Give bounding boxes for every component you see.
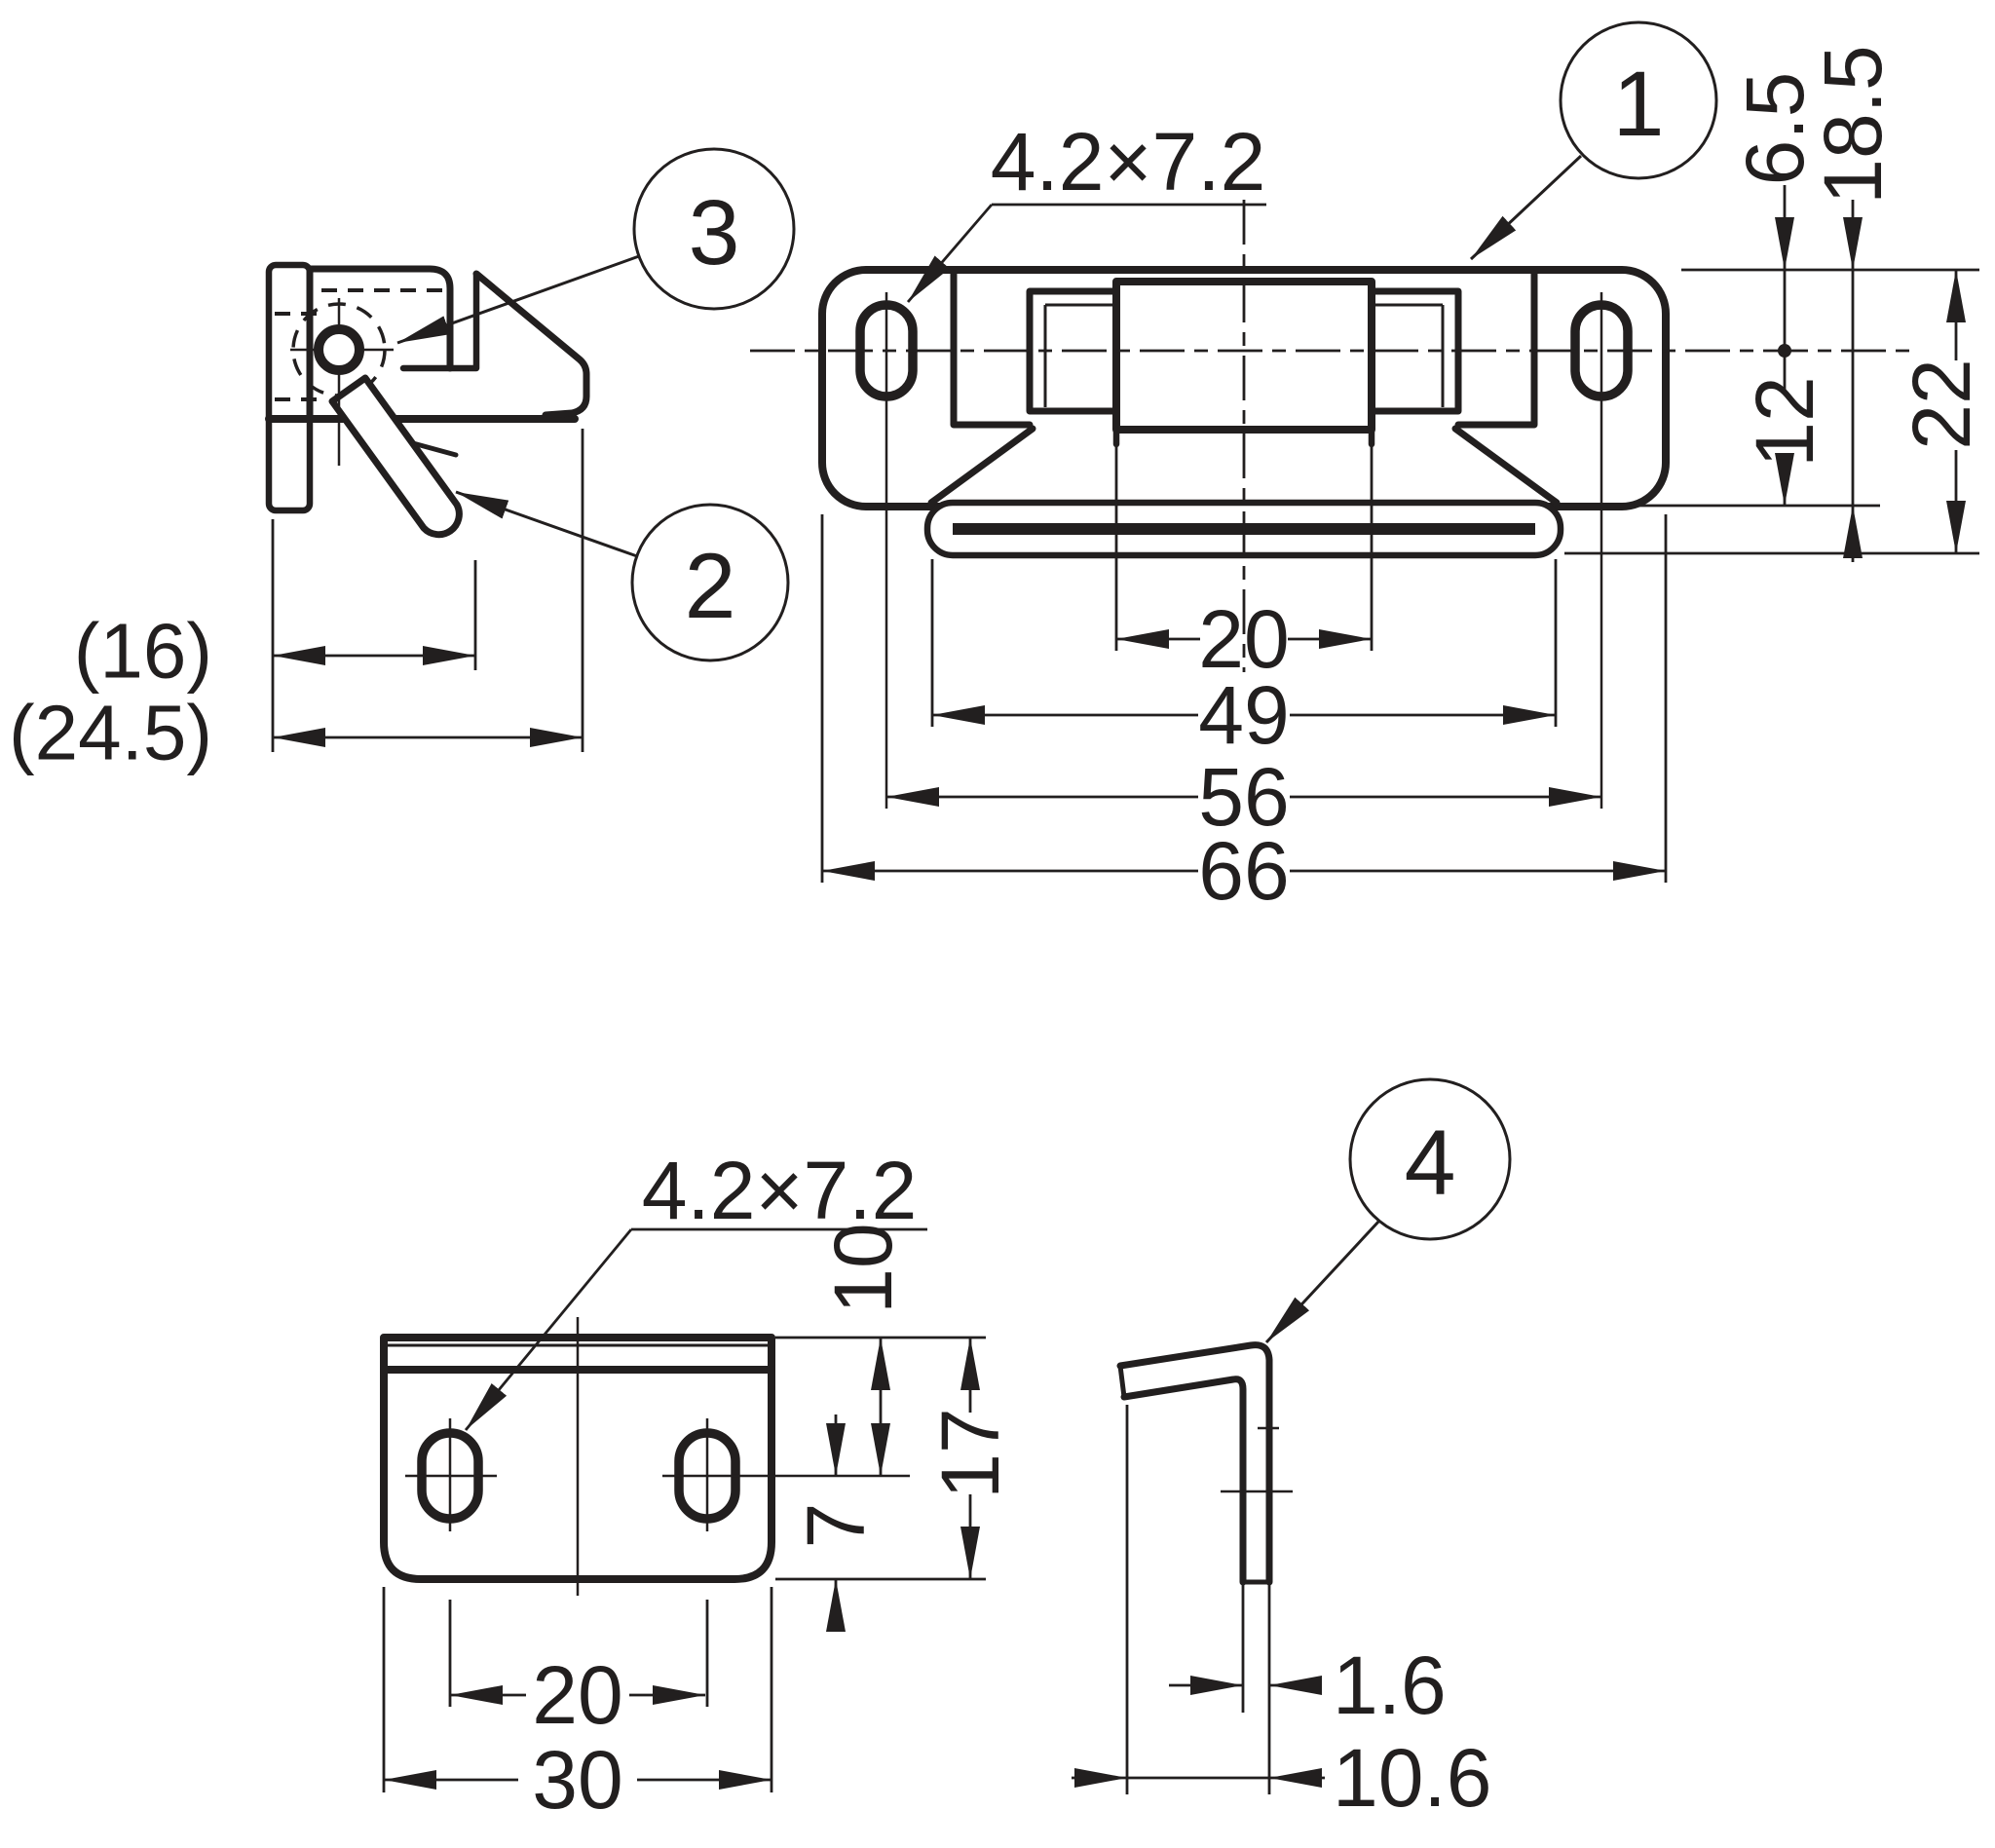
balloon-3-circle [632,147,796,311]
dim-text-30: 30 [532,1734,622,1826]
front-width-dimensions: 20 49 56 66 [820,444,1668,917]
view-l-bracket: 1.6 10.6 4 [1072,1077,1512,1824]
dim-text-10-6: 10.6 [1333,1732,1492,1824]
bracket-flange-end [1117,1363,1127,1400]
dim-text-12: 12 [1739,376,1830,467]
view-side-latch: (16) (24.5) 3 2 [9,147,796,776]
housing-right-detail [1372,303,1445,407]
balloon-4-leader [1264,1219,1381,1344]
dim-text-18-5: 18.5 [1807,45,1899,205]
dim-text-1-6: 1.6 [1333,1640,1447,1731]
strike-dimensions: 10 17 7 20 30 [382,1223,1016,1826]
slot-label-leader [464,1228,633,1431]
dim-text-20: 20 [1198,593,1289,685]
side-dimensions: (16) (24.5) [9,429,584,776]
balloon-3-number: 3 [689,181,740,284]
balloon-1-number: 1 [1613,53,1665,156]
side-back-plate [265,261,314,514]
balloon-1: 1 [1469,20,1718,261]
balloon-3-leader [396,254,640,345]
lip-slope-left [927,425,1036,507]
side-hook-outline [472,270,590,419]
view-strike-plate: 4.2×7.2 10 17 7 20 30 [380,1145,1016,1826]
view-front-latch: 4.2×7.2 20 49 56 66 [750,20,1987,917]
dim-text-22: 22 [1896,358,1987,449]
dim-text-20: 20 [532,1649,622,1741]
balloon-4: 4 [1264,1077,1512,1344]
balloon-2: 2 [455,490,790,662]
lip-slope-right [1451,425,1561,507]
side-pivot-pin [314,324,364,375]
slot-label-text: 4.2×7.2 [642,1145,918,1236]
side-body-outline [306,265,454,421]
balloon-4-number: 4 [1405,1112,1456,1215]
slot-label-leader [906,204,994,303]
balloon-1-leader [1469,154,1583,261]
bracket-inner-profile [1120,1376,1247,1586]
balloon-2-circle [630,503,790,662]
balloon-3: 3 [396,147,796,345]
housing-left-step [950,270,1120,429]
dim-text-10: 10 [817,1223,909,1313]
side-lever-step [410,440,459,458]
balloon-2-number: 2 [685,535,736,638]
housing-right-step [1368,270,1538,429]
dim-text-16: (16) [74,608,212,695]
side-hook-notch [399,272,480,372]
dim-text-24-5: (24.5) [9,690,212,776]
bracket-dimensions: 1.6 10.6 [1072,1405,1492,1824]
bracket-outer-profile [1116,1341,1273,1586]
dim-text-17: 17 [924,1408,1016,1498]
balloon-2-leader [455,490,638,558]
dim-reference-dot [1778,344,1791,358]
side-lever [328,374,463,539]
strike-slot-label: 4.2×7.2 [464,1145,927,1431]
housing-left-detail [1043,303,1116,407]
front-slot-label: 4.2×7.2 [906,116,1266,303]
front-catch-lip [923,425,1564,559]
dim-text-7: 7 [790,1503,882,1549]
dim-text-49: 49 [1198,669,1289,761]
front-height-dimensions: 6.5 12 18.5 22 [1564,45,1987,562]
dim-text-66: 66 [1198,825,1289,917]
balloon-4-circle [1348,1077,1512,1241]
dim-text-56: 56 [1198,751,1289,843]
dim-text-6-5: 6.5 [1729,72,1821,186]
balloon-1-circle [1559,20,1718,180]
slot-label-text: 4.2×7.2 [991,116,1266,207]
